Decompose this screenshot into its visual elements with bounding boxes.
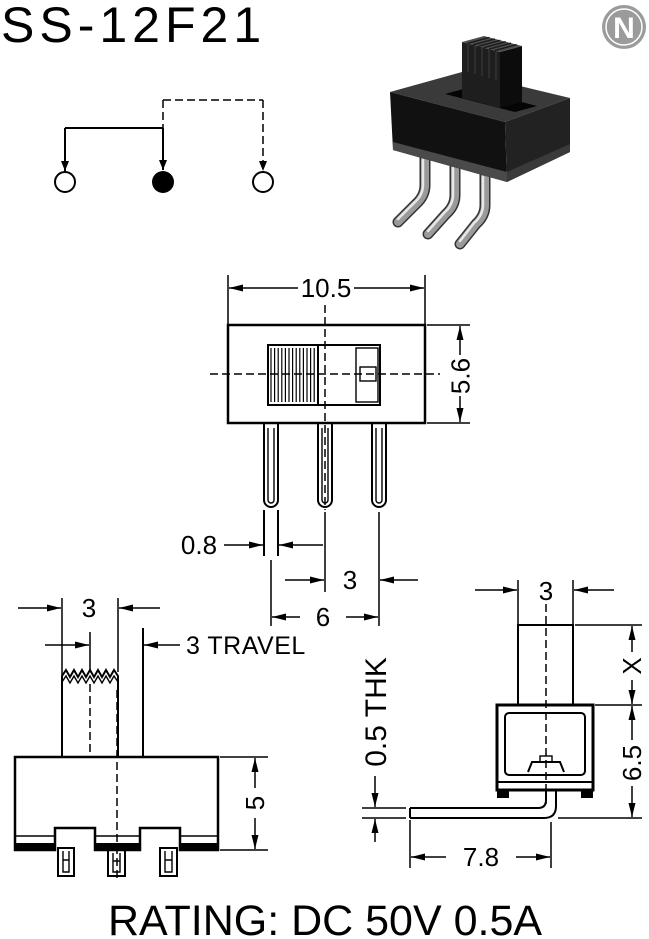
side-foot-left bbox=[15, 843, 55, 850]
knob-rib bbox=[483, 41, 506, 49]
logo-letter: N bbox=[613, 12, 635, 45]
n-logo: N bbox=[602, 5, 646, 49]
side-foot-right bbox=[180, 843, 218, 850]
front-pin-middle-inner bbox=[321, 428, 329, 504]
front-knob-outline bbox=[267, 344, 381, 406]
side-view: 3 3 TRAVEL bbox=[13, 593, 306, 880]
switch-schematic bbox=[54, 99, 274, 193]
product-body-front bbox=[390, 92, 507, 182]
side-pin-middle-inner bbox=[112, 853, 121, 873]
pin-width-label: 0.8 bbox=[181, 530, 217, 560]
end-foot-right bbox=[581, 790, 593, 798]
pin-length-label: 7.8 bbox=[463, 842, 499, 872]
product-pin-metal bbox=[394, 154, 429, 226]
end-view: 3 X 6.5 7.8 bbox=[409, 576, 647, 872]
side-pin-left bbox=[57, 847, 75, 877]
switch-product-image bbox=[390, 36, 570, 250]
product-knob-front bbox=[462, 42, 500, 108]
end-foot-left bbox=[497, 790, 509, 798]
product-pin-highlight bbox=[396, 158, 425, 221]
schematic-left-terminal bbox=[54, 171, 76, 193]
product-pin-highlight bbox=[426, 166, 455, 233]
terminal-thickness-label: 0.5 THK bbox=[360, 657, 393, 767]
terminal-thickness-dimension: 0.5 THK bbox=[360, 657, 406, 842]
front-pin-right-inner bbox=[375, 428, 383, 504]
product-body-base-stripe bbox=[393, 142, 507, 182]
product-knob-ribs bbox=[467, 36, 517, 52]
side-knob-outline bbox=[61, 667, 119, 757]
front-view: 10.5 5.6 0.8 bbox=[181, 273, 476, 632]
knob-rib bbox=[478, 39, 501, 47]
knob-rib bbox=[467, 36, 490, 45]
end-knob-width-label: 3 bbox=[539, 576, 553, 606]
product-pin-metal bbox=[424, 162, 459, 238]
side-pin-left-inner bbox=[62, 851, 70, 873]
knob-height-label: X bbox=[617, 657, 647, 674]
logo-circle bbox=[602, 5, 646, 49]
front-knob-inner-mark bbox=[359, 366, 377, 382]
end-housing-inner bbox=[504, 712, 586, 776]
front-knob-inner-panel bbox=[355, 347, 379, 403]
product-pin-highlight bbox=[458, 175, 485, 243]
front-pin-right bbox=[371, 423, 387, 508]
side-pin-right bbox=[159, 847, 178, 877]
front-pin-left bbox=[263, 423, 279, 508]
product-pin-metal bbox=[456, 171, 489, 248]
front-knob-hatching bbox=[270, 348, 315, 402]
knob-rib bbox=[488, 42, 512, 50]
side-pin-right-inner bbox=[164, 851, 173, 873]
side-pin-middle bbox=[107, 849, 126, 877]
schematic-common-terminal bbox=[152, 171, 174, 193]
product-knob-top bbox=[462, 36, 522, 52]
end-housing-outline bbox=[495, 703, 595, 792]
knob-rib bbox=[494, 43, 517, 52]
product-pins bbox=[392, 152, 491, 250]
end-slider-tab bbox=[539, 755, 553, 763]
side-knob-grip-line bbox=[61, 674, 119, 685]
front-pin-left-inner bbox=[267, 428, 275, 504]
overall-height-label: 6.5 bbox=[617, 745, 647, 781]
end-bent-terminal bbox=[409, 790, 557, 819]
end-knob-outline bbox=[517, 624, 574, 705]
side-pins bbox=[57, 847, 178, 877]
logo-ring bbox=[605, 8, 643, 46]
front-pins bbox=[263, 423, 387, 508]
side-foot-middle bbox=[95, 843, 140, 850]
front-pin-middle bbox=[317, 423, 333, 508]
body-width-label: 10.5 bbox=[301, 273, 352, 303]
side-knob-width-label: 3 bbox=[82, 593, 96, 623]
knob-rib bbox=[472, 38, 496, 46]
part-number-title: SS-12F21 bbox=[1, 0, 266, 53]
body-height-label: 5.6 bbox=[446, 358, 476, 394]
body-depth-label: 5 bbox=[240, 796, 270, 810]
rating-label: RATING: DC 50V 0.5A bbox=[108, 897, 542, 939]
schematic-right-terminal bbox=[252, 171, 274, 193]
product-knob-side bbox=[500, 46, 522, 108]
travel-label: 3 TRAVEL bbox=[186, 632, 306, 660]
product-body-side bbox=[505, 98, 570, 182]
product-body-base-stripe-side bbox=[507, 144, 570, 182]
pin-span-label: 6 bbox=[316, 602, 330, 632]
product-knob-front-ribs bbox=[467, 44, 497, 80]
pin-pitch-label: 3 bbox=[343, 565, 357, 595]
